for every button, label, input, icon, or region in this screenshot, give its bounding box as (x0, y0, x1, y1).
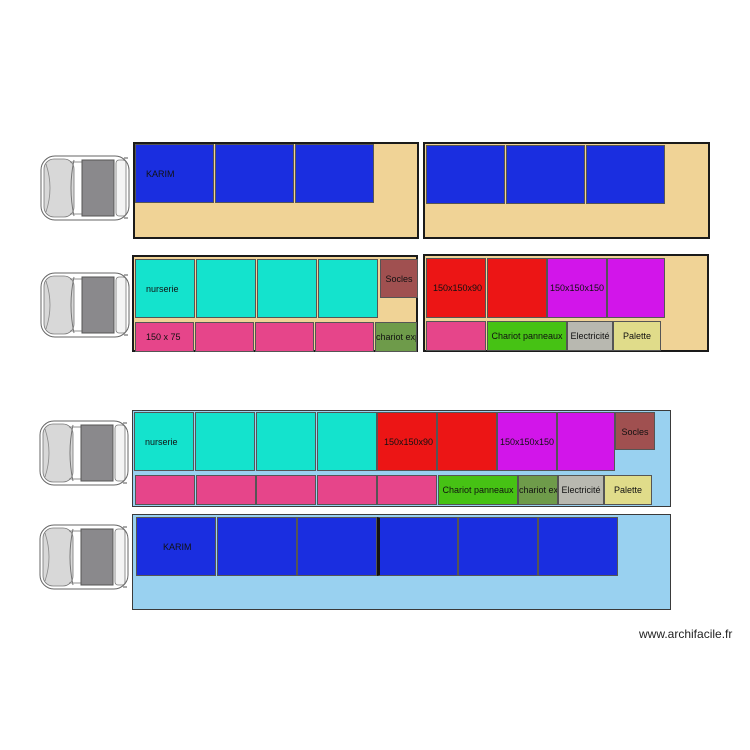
crate-pink[interactable] (256, 475, 316, 505)
crate-pink[interactable] (426, 321, 486, 351)
crate-150x150x90[interactable]: 150x150x90 (377, 412, 437, 471)
crate-palette[interactable]: Palette (604, 475, 652, 505)
crate-teal[interactable] (318, 259, 378, 318)
crate-blue[interactable] (586, 145, 665, 204)
crate-chariot-expo[interactable]: chariot expo (518, 475, 558, 505)
trailer-3: nurserie 150x150x90 150x150x150 Socles C… (132, 410, 671, 507)
crate-teal[interactable] (317, 412, 377, 471)
crate-label: 150 x 75 (146, 332, 181, 342)
truck-top-view-icon (40, 154, 132, 222)
trailer-2-rear: 150x150x90 150x150x150 Chariot panneaux … (423, 254, 709, 352)
crate-magenta[interactable] (607, 258, 665, 318)
crate-label: chariot expo (519, 485, 558, 495)
crate-label: nurserie (145, 436, 178, 447)
crate-pink[interactable] (317, 475, 377, 505)
crate-label: Socles (621, 427, 649, 437)
crate-nurserie[interactable]: nurserie (135, 259, 195, 318)
crate-teal[interactable] (196, 259, 256, 318)
truck-top-view-icon (40, 271, 132, 339)
crate-palette[interactable]: Palette (613, 321, 661, 351)
trailer-1-front: KARIM (133, 142, 419, 239)
crate-electricite[interactable]: Electricité (558, 475, 604, 505)
crate-blue[interactable] (295, 144, 374, 203)
crate-label: Palette (622, 331, 652, 341)
crate-teal[interactable] (256, 412, 316, 471)
crate-label: chariot expo (376, 332, 416, 342)
crate-label: Chariot panneaux (491, 331, 563, 341)
crate-chariot-panneaux[interactable]: Chariot panneaux (438, 475, 518, 505)
trailer-4: KARIM (132, 514, 671, 610)
crate-pink[interactable] (196, 475, 256, 505)
crate-label: nurserie (146, 283, 179, 294)
crate-150x150x90[interactable]: 150x150x90 (426, 258, 486, 318)
crate-chariot-panneaux[interactable]: Chariot panneaux (487, 321, 567, 351)
crate-pink[interactable] (315, 322, 374, 352)
crate-label: Electricité (570, 331, 610, 341)
crate-label: 150x150x90 (384, 436, 434, 447)
crate-pink[interactable] (195, 322, 254, 352)
crate-electricite[interactable]: Electricité (567, 321, 613, 351)
crate-teal[interactable] (257, 259, 317, 318)
crate-blue[interactable] (506, 145, 585, 204)
crate-150x150x150[interactable]: 150x150x150 (497, 412, 557, 471)
crate-pink[interactable] (135, 475, 195, 505)
crate-label: Socles (385, 274, 413, 284)
crate-red[interactable] (487, 258, 547, 318)
crate-blue[interactable] (215, 144, 294, 203)
crate-blue[interactable] (217, 517, 297, 576)
crate-label: Electricité (561, 485, 601, 495)
crate-label: 150x150x150 (550, 283, 605, 293)
crate-karim[interactable]: KARIM (136, 517, 216, 576)
crate-nurserie[interactable]: nurserie (134, 412, 194, 471)
crate-label: 150x150x150 (500, 436, 555, 447)
crate-label: KARIM (163, 541, 192, 552)
crate-label: 150x150x90 (433, 283, 483, 293)
crate-socles[interactable]: Socles (615, 412, 655, 450)
crate-chariot-expo[interactable]: chariot expo (375, 322, 417, 352)
crate-karim[interactable]: KARIM (135, 144, 214, 203)
truck-top-view-icon (39, 419, 131, 487)
crate-socles[interactable]: Socles (380, 259, 418, 298)
watermark-text: www.archifacile.fr (639, 627, 733, 641)
crate-label: Palette (613, 485, 643, 495)
crate-label: Chariot panneaux (442, 485, 514, 495)
crate-pink[interactable] (377, 475, 437, 505)
crate-150x150x150[interactable]: 150x150x150 (547, 258, 607, 318)
crate-label: KARIM (146, 168, 175, 179)
crate-teal[interactable] (195, 412, 255, 471)
crate-pink[interactable] (255, 322, 314, 352)
truck-top-view-icon (39, 523, 131, 591)
crate-blue[interactable] (538, 517, 618, 576)
trailer-2-front: nurserie Socles 150 x 75 chariot expo (132, 255, 418, 352)
crate-150x75[interactable]: 150 x 75 (135, 322, 194, 352)
trailer-1-rear (423, 142, 710, 239)
crate-blue[interactable] (458, 517, 538, 576)
crate-red[interactable] (437, 412, 497, 471)
crate-blue[interactable] (377, 517, 458, 576)
crate-magenta[interactable] (557, 412, 615, 471)
crate-blue[interactable] (426, 145, 505, 204)
crate-blue[interactable] (297, 517, 377, 576)
